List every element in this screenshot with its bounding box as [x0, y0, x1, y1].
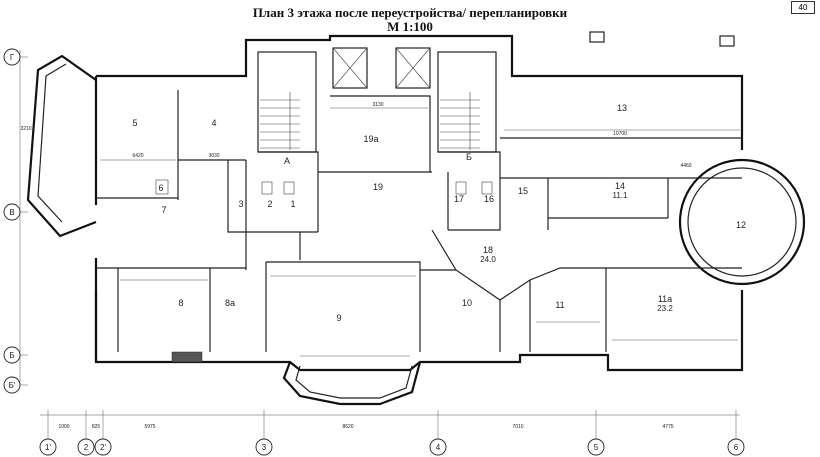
room-label-r8a: 8а — [225, 298, 235, 308]
dimension-label: 3130 — [372, 102, 383, 108]
axis-label-left: Б' — [9, 381, 16, 390]
exterior-walls — [26, 31, 806, 406]
room-label-r9: 9 — [336, 313, 341, 323]
dimension-lines — [19, 50, 740, 416]
interior-walls — [96, 90, 742, 352]
room-label-rB: Б — [466, 152, 472, 162]
axis-circle-bottom — [587, 438, 605, 456]
axis-circle-bottom — [94, 438, 112, 456]
axis-label-left: Б — [9, 351, 14, 360]
axis-label-left: В — [9, 208, 14, 217]
room-label-r17: 17 — [454, 194, 464, 204]
dimension-label: 1000 — [58, 424, 69, 430]
axis-circle-bottom — [39, 438, 57, 456]
plan-scale: М 1:100 — [387, 19, 433, 34]
dimension-label: 3030 — [208, 153, 219, 159]
room-label-r19a: 19а — [363, 134, 378, 144]
room-label-r7: 7 — [161, 205, 166, 215]
dimension-label: 8620 — [342, 424, 353, 430]
room-label-r3: 3 — [238, 199, 243, 209]
axis-label-bottom: 5 — [594, 443, 599, 452]
room-label-r14: 14 — [615, 181, 625, 191]
room-label-r15: 15 — [518, 186, 528, 196]
axis-circle-bottom — [429, 438, 447, 456]
room-area-r18: 24.0 — [480, 255, 496, 264]
axis-circle-bottom — [77, 438, 95, 456]
room-label-r5: 5 — [132, 118, 137, 128]
dimension-label: 5975 — [144, 424, 155, 430]
page-number: 40 — [791, 1, 815, 14]
dimension-label: 4775 — [662, 424, 673, 430]
dimension-label: 7010 — [512, 424, 523, 430]
room-label-r16: 16 — [484, 194, 494, 204]
dimension-label: 825 — [92, 424, 101, 430]
axis-label-bottom: 2 — [84, 443, 89, 452]
dimension-label: 3210 — [20, 126, 31, 132]
room-label-r13: 13 — [617, 103, 627, 113]
room-label-r4: 4 — [211, 118, 216, 128]
room-label-r11a: 11а — [658, 294, 672, 304]
room-label-r10: 10 — [462, 298, 472, 308]
room-area-r11a: 23.2 — [657, 304, 673, 313]
axis-label-bottom: 3 — [262, 443, 267, 452]
room-label-r2: 2 — [267, 199, 272, 209]
axis-label-bottom: 2' — [100, 443, 106, 452]
room-label-r1: 1 — [290, 199, 295, 209]
room-label-r19: 19 — [373, 182, 383, 192]
room-area-r14: 11.1 — [613, 191, 629, 200]
room-label-r11: 11 — [555, 300, 564, 310]
dimension-label: 6420 — [132, 153, 143, 159]
axis-circle-bottom — [727, 438, 745, 456]
room-label-r8: 8 — [178, 298, 183, 308]
axis-label-bottom: 4 — [436, 443, 441, 452]
room-label-r12: 12 — [736, 220, 746, 230]
dimension-label: 4460 — [680, 163, 691, 169]
axis-label-bottom: 1' — [45, 443, 51, 452]
sanitary-fixtures — [155, 179, 493, 195]
stairs — [171, 92, 480, 363]
axis-label-bottom: 6 — [734, 443, 739, 452]
axis-circle-bottom — [255, 438, 273, 456]
dimension-label: 10700 — [613, 131, 627, 137]
plan-title: План 3 этажа после переустройства/ переп… — [252, 5, 568, 20]
room-label-r18: 18 — [483, 245, 493, 255]
room-label-rA: А — [284, 156, 290, 166]
axis-markers: Г В Б Б' 1' 2 2' 3 4 5 6 — [3, 48, 745, 456]
room-label-r6: 6 — [158, 183, 163, 193]
axis-label-left: Г — [10, 53, 15, 62]
